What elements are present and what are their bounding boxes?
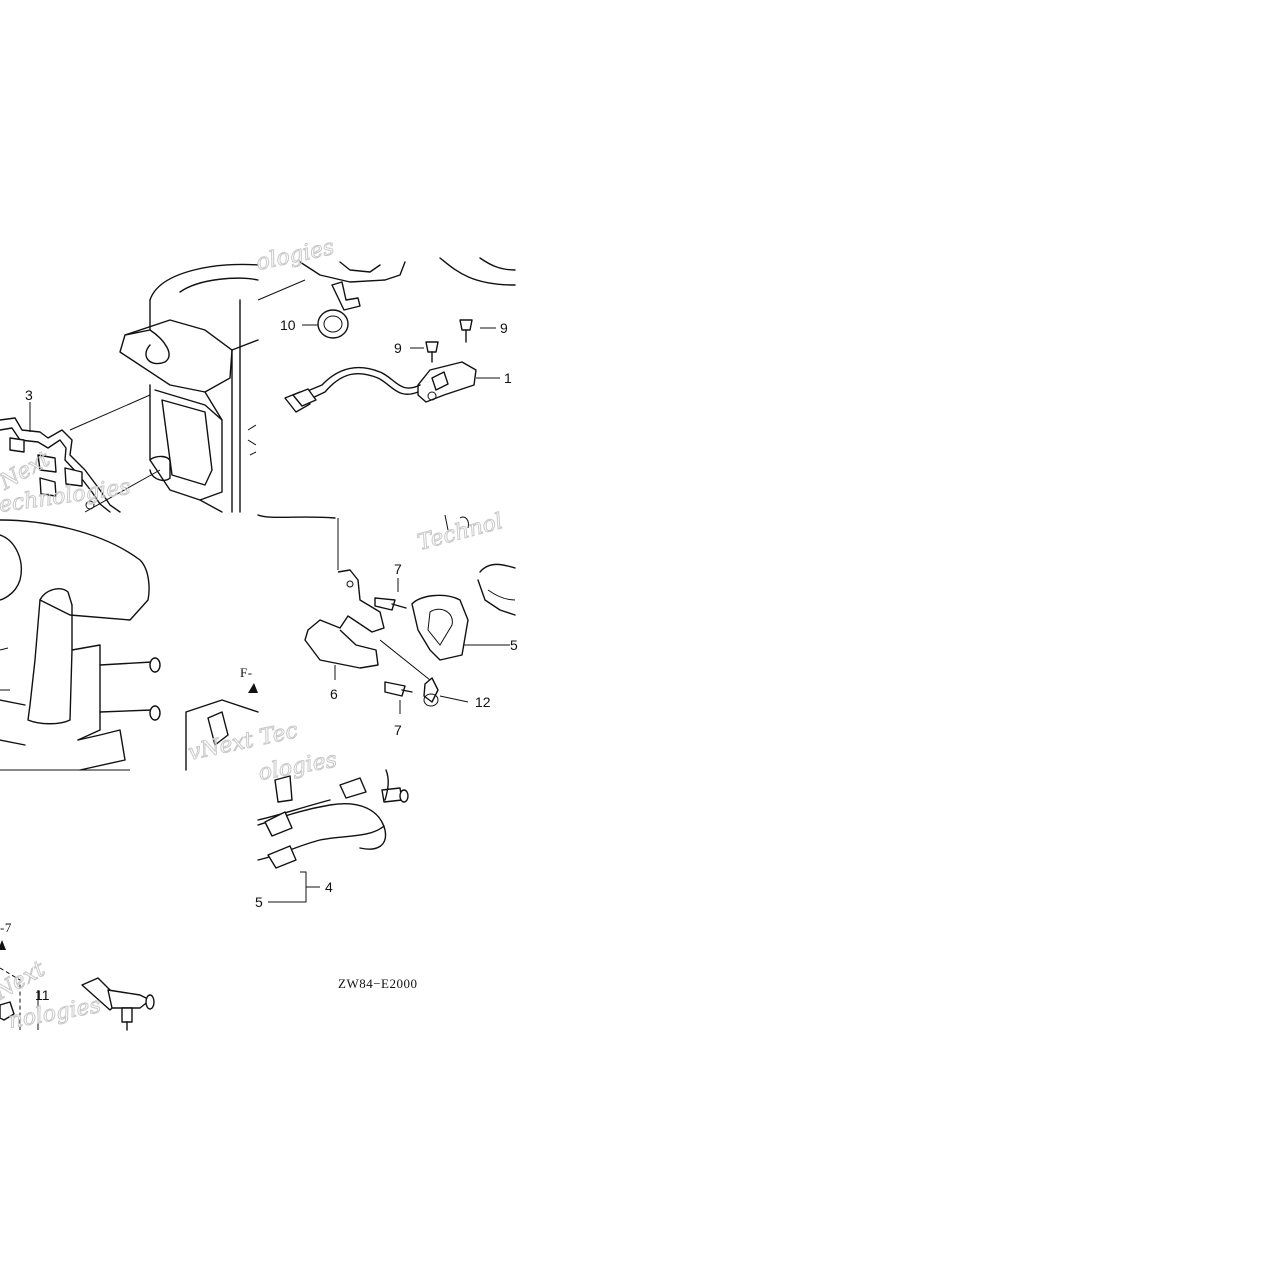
gasket-part-3 [0,402,121,513]
watermark-text: ologies [257,748,339,786]
watermark-text: Technol [415,509,505,556]
watermark-text: nologies [7,993,103,1034]
watermark-text: ologies [254,235,336,276]
f-section-ref: F- [240,665,253,680]
plug-cap-panel: -7 [0,920,155,1031]
minus7-section-ref: -7 [0,920,12,935]
part-label-5-right: 5 [510,637,518,653]
part-label-6: 6 [330,686,338,702]
engine-block-panel [0,519,161,771]
bracket-panel [257,514,516,714]
part-label-10: 10 [280,317,296,333]
part-label-7-bottom: 7 [394,722,402,738]
sensor-panel [257,257,516,413]
part-label-1: 1 [504,370,512,386]
engine-cover-panel [69,263,259,513]
part-label-3: 3 [25,387,33,403]
cable-panel: F- [185,665,409,903]
part-label-11: 11 [35,987,50,1003]
part-label-12: 12 [475,694,491,710]
part-label-9-right: 9 [500,320,508,336]
part-label-5: 5 [255,894,263,910]
diagram-code: ZW84−E2000 [338,976,417,991]
part-label-4: 4 [325,879,333,895]
part-label-7-top: 7 [394,561,402,577]
part-label-9-left: 9 [394,340,402,356]
